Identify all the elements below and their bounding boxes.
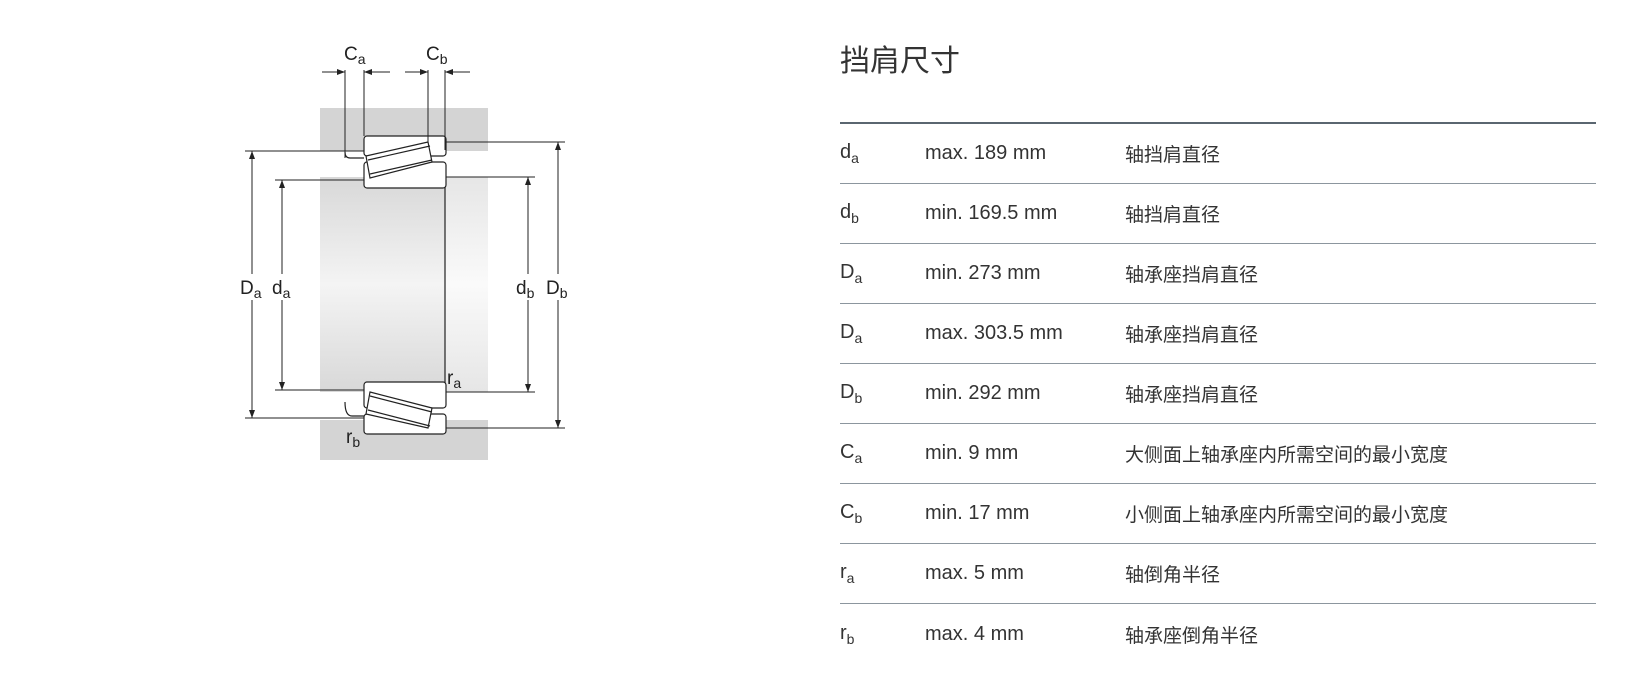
symbol: da [840, 141, 859, 166]
value: max. 5 mm [925, 562, 1024, 584]
table-row: Cb min. 17 mm 小侧面上轴承座内所需空间的最小宽度 [840, 484, 1596, 544]
label-ca: Ca [344, 44, 366, 67]
symbol: Ca [840, 441, 863, 466]
table-row: Ca min. 9 mm 大侧面上轴承座内所需空间的最小宽度 [840, 424, 1596, 484]
description: 轴承座挡肩直径 [1125, 324, 1259, 346]
label-rb: rb [346, 427, 360, 450]
value: max. 189 mm [925, 142, 1047, 164]
label-da-upper: Da [240, 278, 262, 301]
label-da-lower: da [272, 278, 291, 301]
page-title: 挡肩尺寸 [840, 44, 960, 79]
value: max. 4 mm [925, 622, 1024, 645]
table-row: db min. 169.5 mm 轴挡肩直径 [840, 184, 1596, 244]
description: 轴承座倒角半径 [1125, 624, 1259, 647]
table-row: Da max. 303.5 mm 轴承座挡肩直径 [840, 304, 1596, 364]
description: 大侧面上轴承座内所需空间的最小宽度 [1125, 444, 1449, 466]
shaft-end [445, 177, 488, 392]
table-row: rb max. 4 mm 轴承座倒角半径 [840, 604, 1596, 664]
symbol: Cb [840, 501, 863, 526]
table-row: da max. 189 mm 轴挡肩直径 [840, 124, 1596, 184]
description: 小侧面上轴承座内所需空间的最小宽度 [1125, 504, 1449, 526]
symbol: db [840, 201, 859, 226]
bearing-top [344, 135, 447, 189]
label-ra: ra [447, 368, 461, 391]
value: min. 9 mm [925, 442, 1019, 464]
symbol: Da [840, 261, 863, 286]
table-row: ra max. 5 mm 轴倒角半径 [840, 544, 1596, 604]
bearing-abutment-diagram: Ca Cb Da da db Db ra rb [238, 44, 576, 460]
label-cb: Cb [426, 44, 448, 67]
label-db-lower: db [516, 278, 535, 301]
value: max. 303.5 mm [925, 322, 1063, 344]
description: 轴承座挡肩直径 [1125, 384, 1259, 406]
table-row: Da min. 273 mm 轴承座挡肩直径 [840, 244, 1596, 304]
description: 轴倒角半径 [1125, 564, 1221, 586]
label-db-upper: Db [546, 278, 568, 301]
symbol: ra [840, 561, 855, 586]
description: 轴挡肩直径 [1125, 144, 1221, 166]
symbol: Db [840, 381, 863, 406]
value: min. 292 mm [925, 382, 1041, 404]
abutment-dimensions-panel: 挡肩尺寸 da max. 189 mm 轴挡肩直径 db min. 169.5 mm 轴… [840, 30, 1596, 664]
value: min. 273 mm [925, 262, 1041, 284]
bearing-bottom [344, 381, 447, 435]
table-row: Db min. 292 mm 轴承座挡肩直径 [840, 364, 1596, 424]
value: min. 17 mm [925, 502, 1030, 524]
value: min. 169.5 mm [925, 202, 1058, 224]
symbol: Da [840, 321, 863, 346]
symbol: rb [840, 621, 855, 647]
description: 轴承座挡肩直径 [1125, 264, 1259, 286]
description: 轴挡肩直径 [1125, 204, 1221, 226]
